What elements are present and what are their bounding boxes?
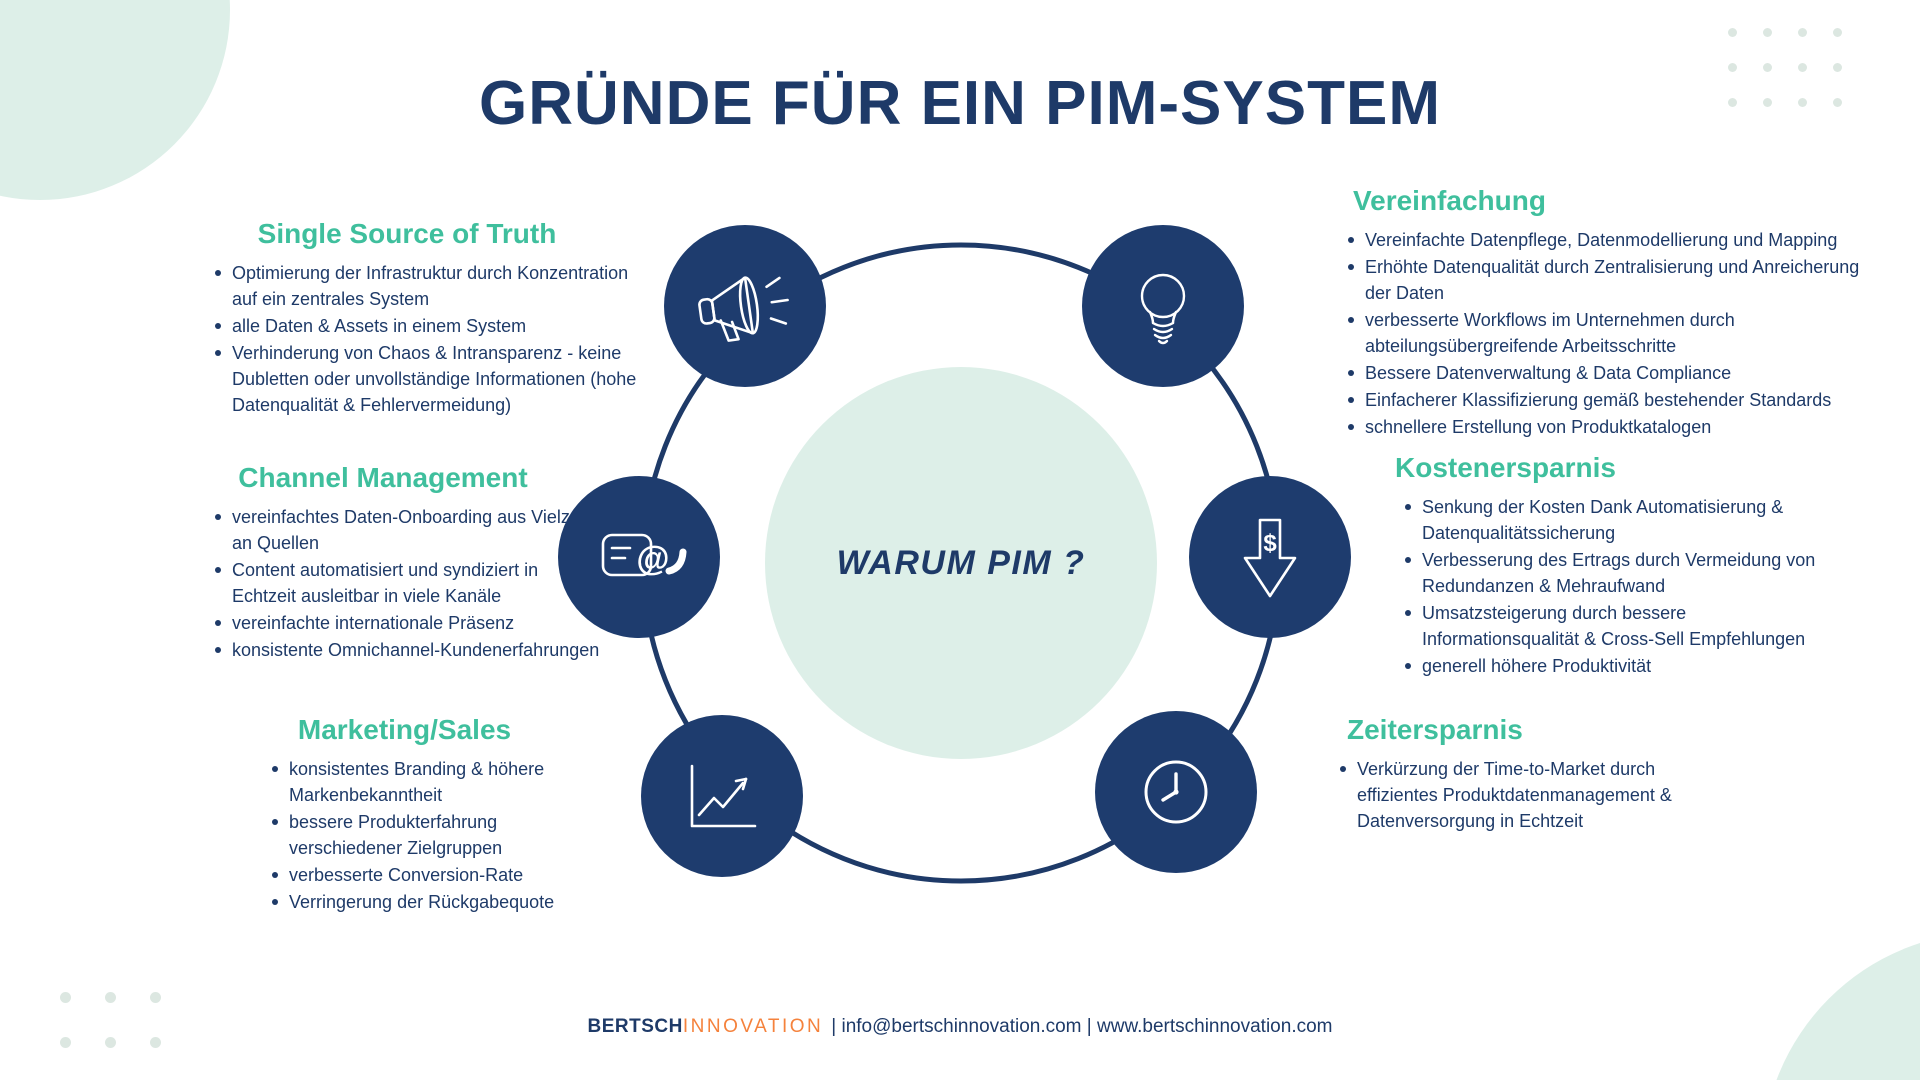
deco-dot bbox=[105, 1037, 116, 1048]
bullet-item: schnellere Erstellung von Produktkatalog… bbox=[1348, 414, 1873, 440]
bullet-item: alle Daten & Assets in einem System bbox=[215, 313, 649, 339]
deco-dot bbox=[1798, 63, 1807, 72]
deco-dot bbox=[1763, 98, 1772, 107]
deco-dot bbox=[1833, 63, 1842, 72]
section-heading: Single Source of Truth bbox=[257, 218, 557, 249]
bullet-list: vereinfachtes Daten-Onboarding aus Vielz… bbox=[165, 504, 601, 663]
section-kostenersparnis: Kostenersparnis Senkung der Kosten Dank … bbox=[1375, 452, 1835, 680]
dot-grid-top-right bbox=[1728, 28, 1842, 107]
corner-circle-bottom-right bbox=[1762, 932, 1920, 1080]
deco-dot bbox=[1728, 28, 1737, 37]
bullet-item: Content automatisiert und syndiziert in … bbox=[215, 557, 601, 609]
section-single-source-of-truth: Single Source of Truth Optimierung der I… bbox=[165, 218, 649, 419]
bullet-item: verbesserte Workflows im Unternehmen dur… bbox=[1348, 307, 1873, 359]
deco-dot bbox=[1763, 28, 1772, 37]
deco-dot bbox=[150, 1037, 161, 1048]
contact-at-icon: @ bbox=[558, 476, 720, 638]
section-heading: Kostenersparnis bbox=[1395, 452, 1616, 483]
dot-grid-bottom-left bbox=[60, 992, 161, 1080]
bullet-item: Vereinfachte Datenpflege, Datenmodellier… bbox=[1348, 227, 1873, 253]
megaphone-icon bbox=[664, 225, 826, 387]
section-heading: Zeitersparnis bbox=[1347, 714, 1523, 745]
bullet-item: Senkung der Kosten Dank Automatisierung … bbox=[1405, 494, 1835, 546]
deco-dot bbox=[1798, 98, 1807, 107]
bullet-item: verbesserte Conversion-Rate bbox=[272, 862, 584, 888]
bullet-list: Senkung der Kosten Dank Automatisierung … bbox=[1375, 494, 1835, 679]
bullet-list: Vereinfachte Datenpflege, Datenmodellier… bbox=[1318, 227, 1873, 440]
section-marketing-sales: Marketing/Sales konsistentes Branding & … bbox=[225, 714, 584, 916]
deco-dot bbox=[1833, 98, 1842, 107]
growth-chart-icon bbox=[641, 715, 803, 877]
deco-dot bbox=[60, 1037, 71, 1048]
footer-contact: | info@bertschinnovation.com | www.berts… bbox=[831, 1016, 1333, 1037]
bullet-item: Einfacherer Klassifizierung gemäß besteh… bbox=[1348, 387, 1873, 413]
deco-dot bbox=[1763, 63, 1772, 72]
deco-dot bbox=[150, 992, 161, 1003]
bullet-item: generell höhere Produktivität bbox=[1405, 653, 1835, 679]
section-zeitersparnis: Zeitersparnis Verkürzung der Time-to-Mar… bbox=[1310, 714, 1698, 835]
bullet-item: Bessere Datenverwaltung & Data Complianc… bbox=[1348, 360, 1873, 386]
bullet-item: bessere Produkterfahrung verschiedener Z… bbox=[272, 809, 584, 861]
deco-dot bbox=[60, 992, 71, 1003]
deco-dot bbox=[1728, 98, 1737, 107]
section-heading: Vereinfachung bbox=[1353, 185, 1546, 216]
deco-dot bbox=[1728, 63, 1737, 72]
pim-circle-diagram: WARUM PIM ? bbox=[558, 225, 1351, 884]
bullet-item: vereinfachte internationale Präsenz bbox=[215, 610, 601, 636]
bullet-item: Verkürzung der Time-to-Market durch effi… bbox=[1340, 756, 1698, 834]
brand-innovation: INNOVATION bbox=[682, 1016, 824, 1037]
bullet-item: Verhinderung von Chaos & Intransparenz -… bbox=[215, 340, 649, 418]
bullet-item: vereinfachtes Daten-Onboarding aus Vielz… bbox=[215, 504, 601, 556]
center-circle bbox=[765, 367, 1157, 759]
clock-icon bbox=[1095, 711, 1257, 873]
bullet-item: Erhöhte Datenqualität durch Zentralisier… bbox=[1348, 254, 1873, 306]
svg-text:@: @ bbox=[636, 540, 669, 578]
section-heading: Channel Management bbox=[238, 462, 528, 493]
deco-dot bbox=[1833, 28, 1842, 37]
bullet-item: Umsatzsteigerung durch bessere Informati… bbox=[1405, 600, 1835, 652]
deco-dot bbox=[1798, 28, 1807, 37]
bullet-list: konsistentes Branding & höhere Markenbek… bbox=[225, 756, 584, 915]
bullet-item: konsistente Omnichannel-Kundenerfahrunge… bbox=[215, 637, 601, 663]
bullet-item: Verbesserung des Ertrags durch Vermeidun… bbox=[1405, 547, 1835, 599]
svg-text:$: $ bbox=[1263, 530, 1277, 557]
deco-dot bbox=[105, 992, 116, 1003]
page-title: GRÜNDE FÜR EIN PIM-SYSTEM bbox=[479, 69, 1441, 138]
bullet-item: konsistentes Branding & höhere Markenbek… bbox=[272, 756, 584, 808]
section-vereinfachung: Vereinfachung Vereinfachte Datenpflege, … bbox=[1318, 185, 1873, 441]
bullet-item: Optimierung der Infrastruktur durch Konz… bbox=[215, 260, 649, 312]
footer: BERTSCHINNOVATION | info@bertschinnovatio… bbox=[0, 1016, 1920, 1038]
section-heading: Marketing/Sales bbox=[297, 714, 512, 745]
bullet-list: Verkürzung der Time-to-Market durch effi… bbox=[1310, 756, 1698, 834]
lightbulb-icon bbox=[1082, 225, 1244, 387]
brand-bertsch: BERTSCH bbox=[587, 1016, 683, 1037]
center-question-label: WARUM PIM ? bbox=[837, 544, 1086, 582]
dollar-down-arrow-icon: $ bbox=[1189, 476, 1351, 638]
section-channel-management: Channel Management vereinfachtes Daten-O… bbox=[165, 462, 601, 664]
bullet-item: Verringerung der Rückgabequote bbox=[272, 889, 584, 915]
bullet-list: Optimierung der Infrastruktur durch Konz… bbox=[165, 260, 649, 418]
